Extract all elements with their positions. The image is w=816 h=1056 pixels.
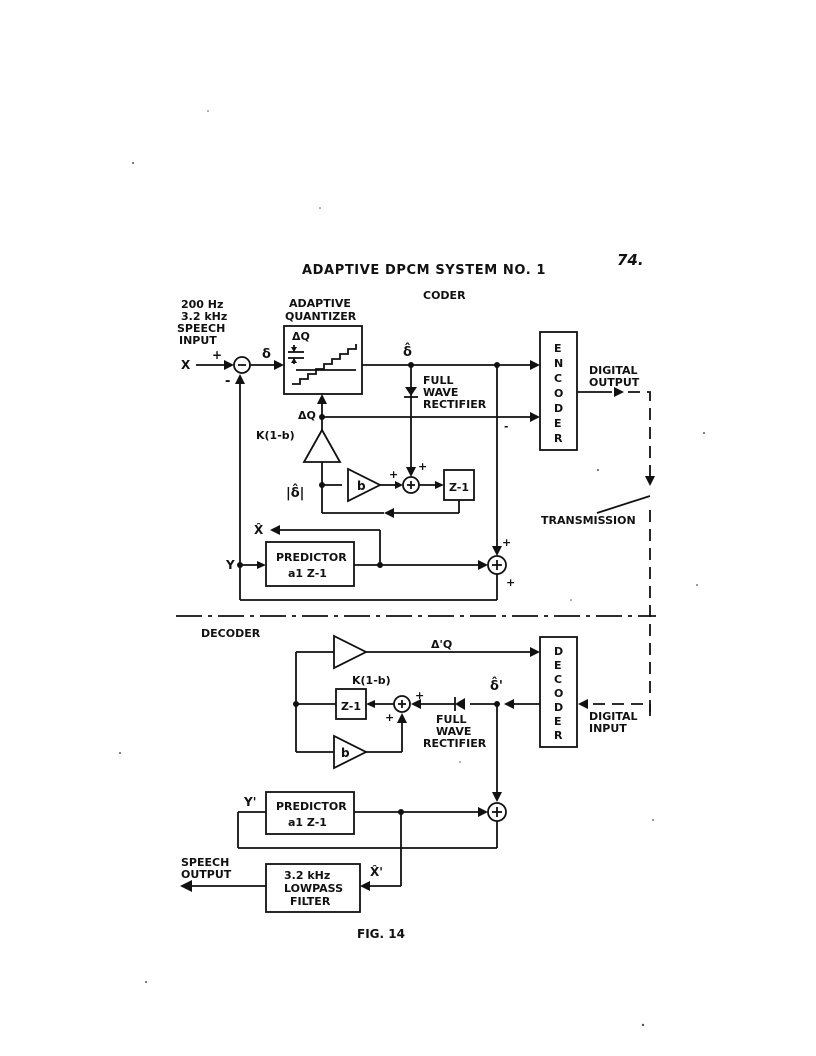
svg-text:+: + — [506, 576, 515, 589]
quantizer-staircase — [292, 344, 357, 385]
decoder-letters: D E C O D E R — [554, 645, 563, 742]
coder-section: 200 Hz 3.2 kHz SPEECH INPUT X + - δ ADAP… — [177, 297, 655, 716]
scan-specks — [119, 110, 705, 1027]
svg-text:3.2 kHz: 3.2 kHz — [181, 310, 227, 323]
svg-text:PREDICTOR: PREDICTOR — [276, 800, 347, 813]
decoder-section: DECODER DIGITAL INPUT D E C O D E R Δ'Q … — [180, 627, 651, 913]
gain-label: K(1-b) — [256, 429, 295, 442]
digital-output-label-2: OUTPUT — [589, 376, 640, 389]
svg-text:Z-1: Z-1 — [449, 481, 469, 494]
y-prime-label: Y' — [243, 795, 256, 809]
svg-text:RECTIFIER: RECTIFIER — [423, 737, 487, 750]
b-amplifier — [347, 467, 383, 503]
svg-text:FILTER: FILTER — [290, 895, 331, 908]
speech-output-label-2: OUTPUT — [181, 868, 232, 881]
figure-caption: FIG. 14 — [357, 927, 405, 941]
svg-text:N: N — [554, 357, 563, 370]
svg-text:D: D — [554, 402, 563, 415]
input-x-label: X — [181, 358, 191, 372]
adaptive-quantizer-block — [283, 325, 363, 395]
y-label: Y — [225, 558, 235, 572]
coder-heading: CODER — [423, 289, 466, 302]
svg-text:+: + — [502, 536, 511, 549]
svg-text:O: O — [554, 687, 563, 700]
svg-text:RECTIFIER: RECTIFIER — [423, 398, 487, 411]
svg-text:FULL: FULL — [423, 374, 453, 387]
svg-text:+: + — [389, 468, 398, 481]
svg-text:b: b — [341, 746, 350, 760]
delta-hat-prime-label: δ̂' — [490, 677, 503, 694]
svg-text:INPUT: INPUT — [179, 334, 217, 347]
svg-text:-: - — [504, 421, 508, 433]
svg-text:PREDICTOR: PREDICTOR — [276, 551, 347, 564]
decoder-gain-label: K(1-b) — [352, 674, 391, 687]
svg-text:E: E — [554, 715, 562, 728]
svg-text:FULL: FULL — [436, 713, 466, 726]
svg-text:Z-1: Z-1 — [341, 700, 361, 713]
abs-delta-label: |δ̂| — [286, 484, 304, 501]
encoder-block — [539, 331, 578, 451]
x-hat-label: X̂ — [254, 523, 264, 537]
svg-text:R: R — [554, 729, 563, 742]
delta-label: δ — [262, 347, 271, 362]
svg-text:E: E — [554, 417, 562, 430]
svg-text:+: + — [385, 711, 394, 724]
quantizer-label-2: QUANTIZER — [285, 310, 357, 323]
svg-text:SPEECH: SPEECH — [177, 322, 225, 335]
encoder-letters: E N C O D E R — [554, 342, 563, 445]
diagram-title: ADAPTIVE DPCM SYSTEM NO. 1 — [302, 263, 546, 278]
quantizer-label-1: ADAPTIVE — [289, 297, 351, 310]
svg-text:WAVE: WAVE — [423, 386, 458, 399]
digital-input-label-1: DIGITAL — [589, 710, 638, 723]
svg-text:D: D — [554, 645, 563, 658]
svg-text:WAVE: WAVE — [436, 725, 471, 738]
svg-text:LOWPASS: LOWPASS — [284, 882, 343, 895]
svg-text:E: E — [554, 659, 562, 672]
x-hat-prime-label: X̂' — [370, 865, 383, 879]
decoder-heading: DECODER — [201, 627, 261, 640]
svg-text:200 Hz: 200 Hz — [181, 298, 223, 311]
svg-text:ΔQ: ΔQ — [292, 330, 310, 343]
svg-text:a1 Z-1: a1 Z-1 — [288, 816, 327, 829]
decoder-predictor-block — [265, 791, 355, 835]
svg-text:C: C — [554, 673, 562, 686]
delta-hat-label: δ̂ — [403, 343, 412, 360]
digital-input-label-2: INPUT — [589, 722, 627, 735]
svg-text:D: D — [554, 701, 563, 714]
transmission-label: TRANSMISSION — [541, 514, 636, 527]
svg-text:+: + — [418, 460, 427, 473]
gain-amplifier — [302, 428, 342, 463]
delta-q-label: ΔQ — [298, 409, 316, 422]
svg-text:R: R — [554, 432, 563, 445]
svg-text:b: b — [357, 479, 366, 493]
svg-text:a1 Z-1: a1 Z-1 — [288, 567, 327, 580]
digital-output-label-1: DIGITAL — [589, 364, 638, 377]
page-number: 74. — [617, 251, 644, 269]
speech-input-label: 200 Hz 3.2 kHz SPEECH INPUT — [177, 298, 227, 347]
delta-q-prime-label: Δ'Q — [431, 638, 452, 651]
svg-text:3.2 kHz: 3.2 kHz — [284, 869, 330, 882]
svg-text:+: + — [415, 689, 424, 702]
speech-output-label-1: SPEECH — [181, 856, 229, 869]
svg-text:+: + — [212, 348, 222, 362]
decoder-b-amplifier — [333, 734, 369, 770]
svg-text:-: - — [225, 374, 230, 389]
lowpass-filter-block — [265, 863, 361, 913]
svg-text:E: E — [554, 342, 562, 355]
svg-text:O: O — [554, 387, 563, 400]
coder-predictor-block — [265, 541, 355, 587]
svg-text:C: C — [554, 372, 562, 385]
decoder-gain-amplifier — [333, 634, 369, 670]
decoder-block — [539, 636, 578, 748]
